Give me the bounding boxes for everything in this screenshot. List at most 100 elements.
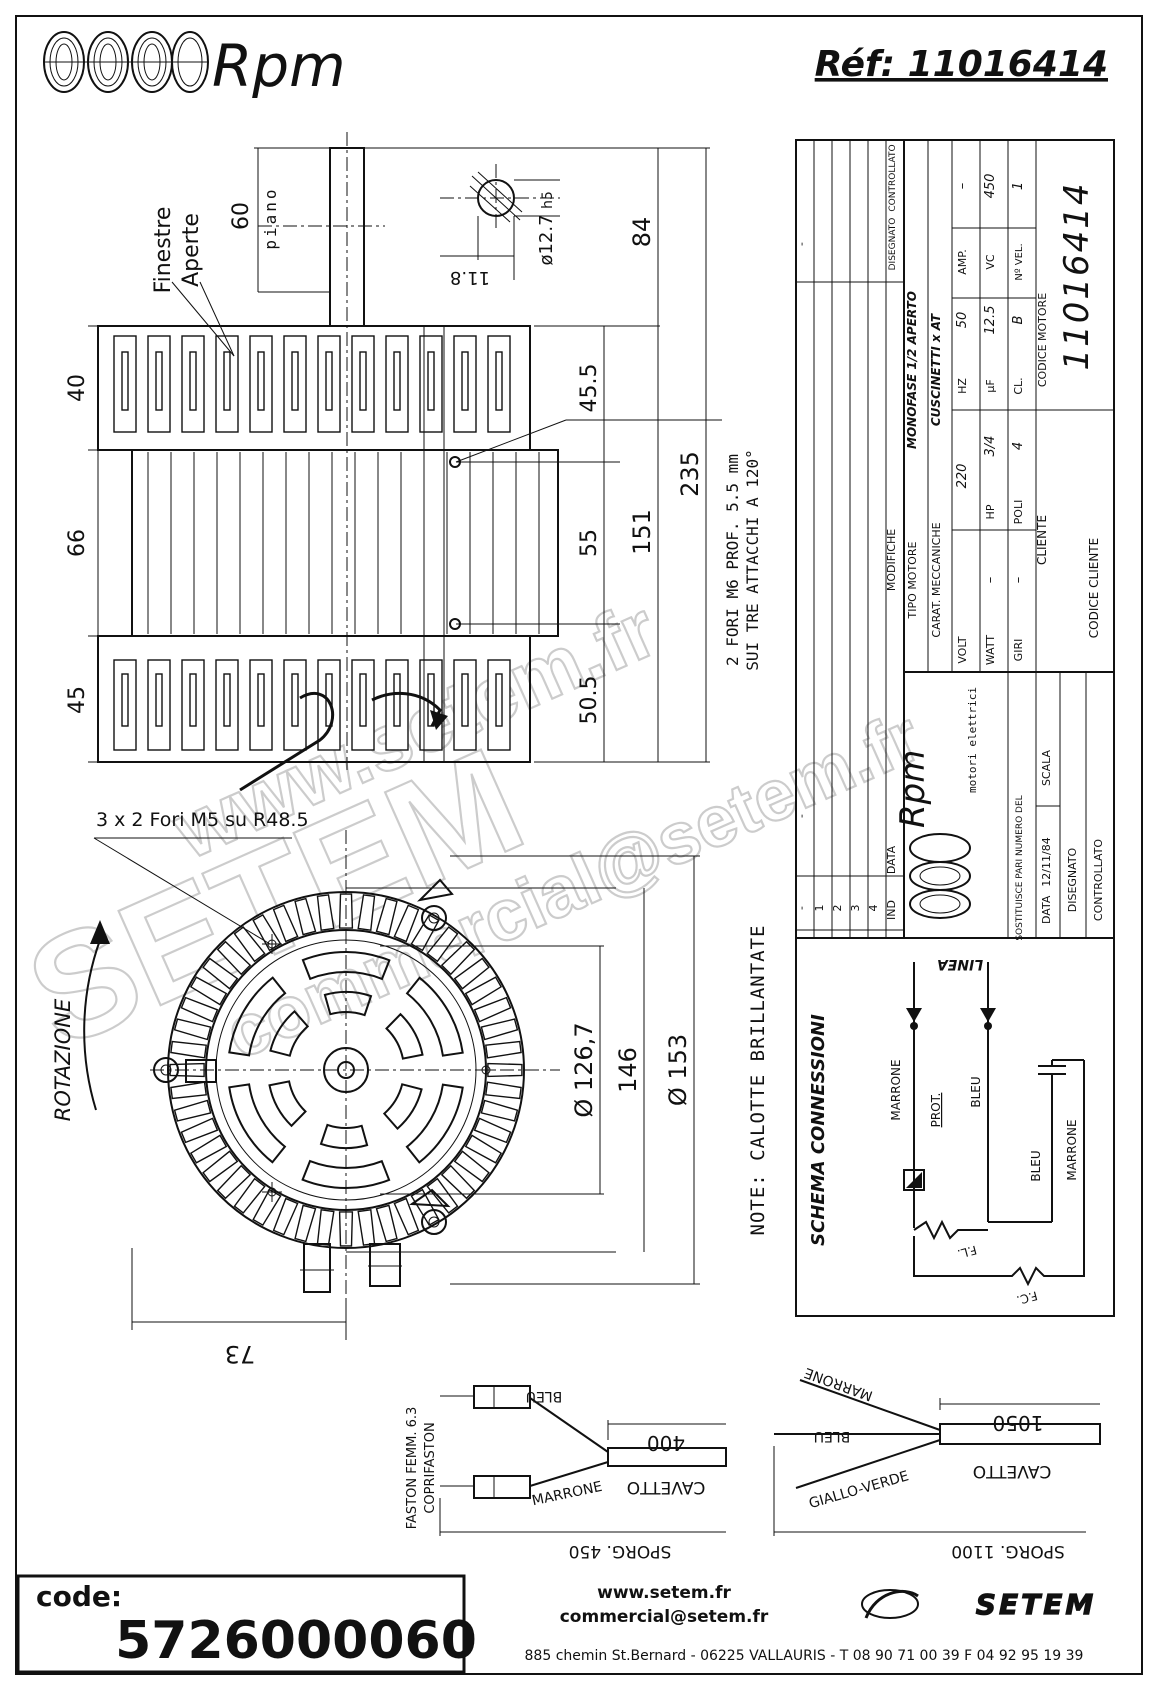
schema-marrone: MARRONE [889, 1059, 903, 1120]
window-top [155, 351, 163, 411]
dim-45-5: 45.5 [577, 364, 602, 413]
vent-slot [323, 991, 373, 1017]
label-controllato: CONTROLLATO [1092, 839, 1105, 921]
radial-fin [480, 1099, 519, 1122]
watermarks: www.setem.fr SETEM commercial@setem.fr [4, 583, 934, 1081]
thermal-protector [903, 1169, 925, 1191]
label-windows-1: Finestre [151, 207, 176, 294]
window-bottom [291, 673, 299, 727]
radial-fin [294, 897, 317, 936]
rev-row-3: 3 [849, 905, 862, 912]
schema-title: SCHEMA CONNESSIONI [808, 1014, 829, 1246]
rev-dash-2: - [795, 814, 808, 818]
col-data: DATA [885, 845, 898, 874]
winding-fl [913, 1219, 988, 1241]
radial-fin [189, 976, 228, 1006]
dim-126-7: Ø 126,7 [570, 1022, 598, 1117]
value-vc: 450 [983, 174, 998, 199]
footer-website[interactable]: www.setem.fr [597, 1583, 731, 1603]
vent-slot [382, 1083, 423, 1131]
label-amp: AMP. [956, 249, 969, 274]
window-top [427, 351, 435, 411]
radial-fin [202, 957, 239, 990]
radial-fin [426, 926, 459, 963]
radial-fin [170, 1081, 207, 1100]
dim-146: 146 [614, 1047, 642, 1093]
vent-slot [228, 976, 287, 1057]
note-holes-line2: SUI TRE ATTACCHI A 120° [743, 449, 762, 671]
vent-slot [228, 1083, 287, 1164]
note-holes-line1: 2 FORI M6 PROF. 5.5 mm [723, 454, 742, 666]
value-carat: CUSCINETTI x AT [929, 313, 943, 426]
footer-email[interactable]: commercial@setem.fr [560, 1607, 769, 1627]
shaft-tolerance: h5 [540, 191, 556, 209]
rotation-arrow [83, 939, 101, 1111]
radial-fin [316, 1209, 335, 1246]
footer-address: 885 chemin St.Bernard - 06225 VALLAURIS … [525, 1648, 1084, 1664]
rev-row-2: 2 [831, 905, 844, 912]
label-holes: 3 x 2 Fori M5 su R48.5 [96, 809, 309, 831]
value-cl: B [1011, 315, 1026, 324]
dim-left-40: 40 [65, 374, 90, 402]
radial-fin [294, 1204, 317, 1243]
value-nvel: 1 [1011, 182, 1026, 190]
wiring-schema: SCHEMA CONNESSIONI LINEA MARRONE PROT. B… [795, 937, 1115, 1317]
cable-diagram-left: FASTON FEMM. 6.3 COPRIFASTON BLEU MARRON… [405, 1385, 727, 1561]
schema-fl: F.L. [956, 1243, 978, 1262]
radial-fin [233, 1177, 266, 1214]
radial-fin [393, 1197, 420, 1236]
motor-side-view: 40 66 45 60 piano 45.5 55 50.5 151 84 23… [65, 132, 762, 792]
shaft-flat-dim: 11.8 [450, 267, 490, 288]
vent-slot [405, 1083, 464, 1164]
right-giallo-verde: GIALLO-VERDE [807, 1468, 910, 1512]
window-bottom [189, 673, 197, 727]
faston-marrone [473, 1475, 531, 1499]
window-top [393, 351, 401, 411]
title-block-logo: Rpm [893, 750, 933, 828]
window-top [223, 351, 231, 411]
stator-body [131, 449, 559, 637]
vent-slot [405, 976, 464, 1057]
label-giri: GIRI [1012, 639, 1025, 662]
window-bottom [257, 673, 265, 727]
left-sporg: SPORG. 450 [569, 1541, 672, 1561]
radial-fin [357, 894, 376, 931]
m5-holes [262, 934, 496, 1202]
window-top [495, 351, 503, 411]
window-top [325, 351, 333, 411]
label-scala: SCALA [1040, 749, 1053, 786]
radial-fin [375, 897, 398, 936]
value-hz: 50 [955, 312, 970, 329]
cable-sheath-left [607, 1447, 727, 1467]
window-top [291, 351, 299, 411]
dim-shaft-60: 60 [229, 202, 254, 230]
radial-fin [485, 1081, 522, 1100]
window-bottom [223, 673, 231, 727]
label-nvel: Nº VEL. [1014, 243, 1025, 280]
right-len: 1050 [993, 1411, 1044, 1435]
code-label: code: [36, 1580, 122, 1613]
vent-slot [301, 950, 391, 981]
window-top [189, 351, 197, 411]
radial-fin [252, 913, 282, 952]
value-uf: 12.5 [983, 306, 998, 335]
tie-rod [423, 325, 445, 763]
left-len: 400 [647, 1431, 685, 1455]
rev-row-4: 4 [867, 905, 880, 912]
label-codice-cliente: CODICE CLIENTE [1087, 538, 1101, 638]
radial-fin [272, 904, 299, 943]
vent-slot [269, 1009, 310, 1057]
label-flat: piano [261, 186, 280, 249]
window-bottom [155, 673, 163, 727]
label-cl: CL. [1012, 377, 1025, 394]
radial-fin [375, 1204, 398, 1243]
window-bottom [461, 673, 469, 727]
value-poli: 4 [1011, 442, 1026, 450]
label-cliente: CLIENTE [1035, 515, 1049, 565]
setem-logo-text: SETEM [976, 1588, 1096, 1621]
radial-fin [464, 1134, 503, 1164]
label-data: DATA [1040, 895, 1053, 924]
radial-fin [316, 894, 335, 931]
window-top [359, 351, 367, 411]
